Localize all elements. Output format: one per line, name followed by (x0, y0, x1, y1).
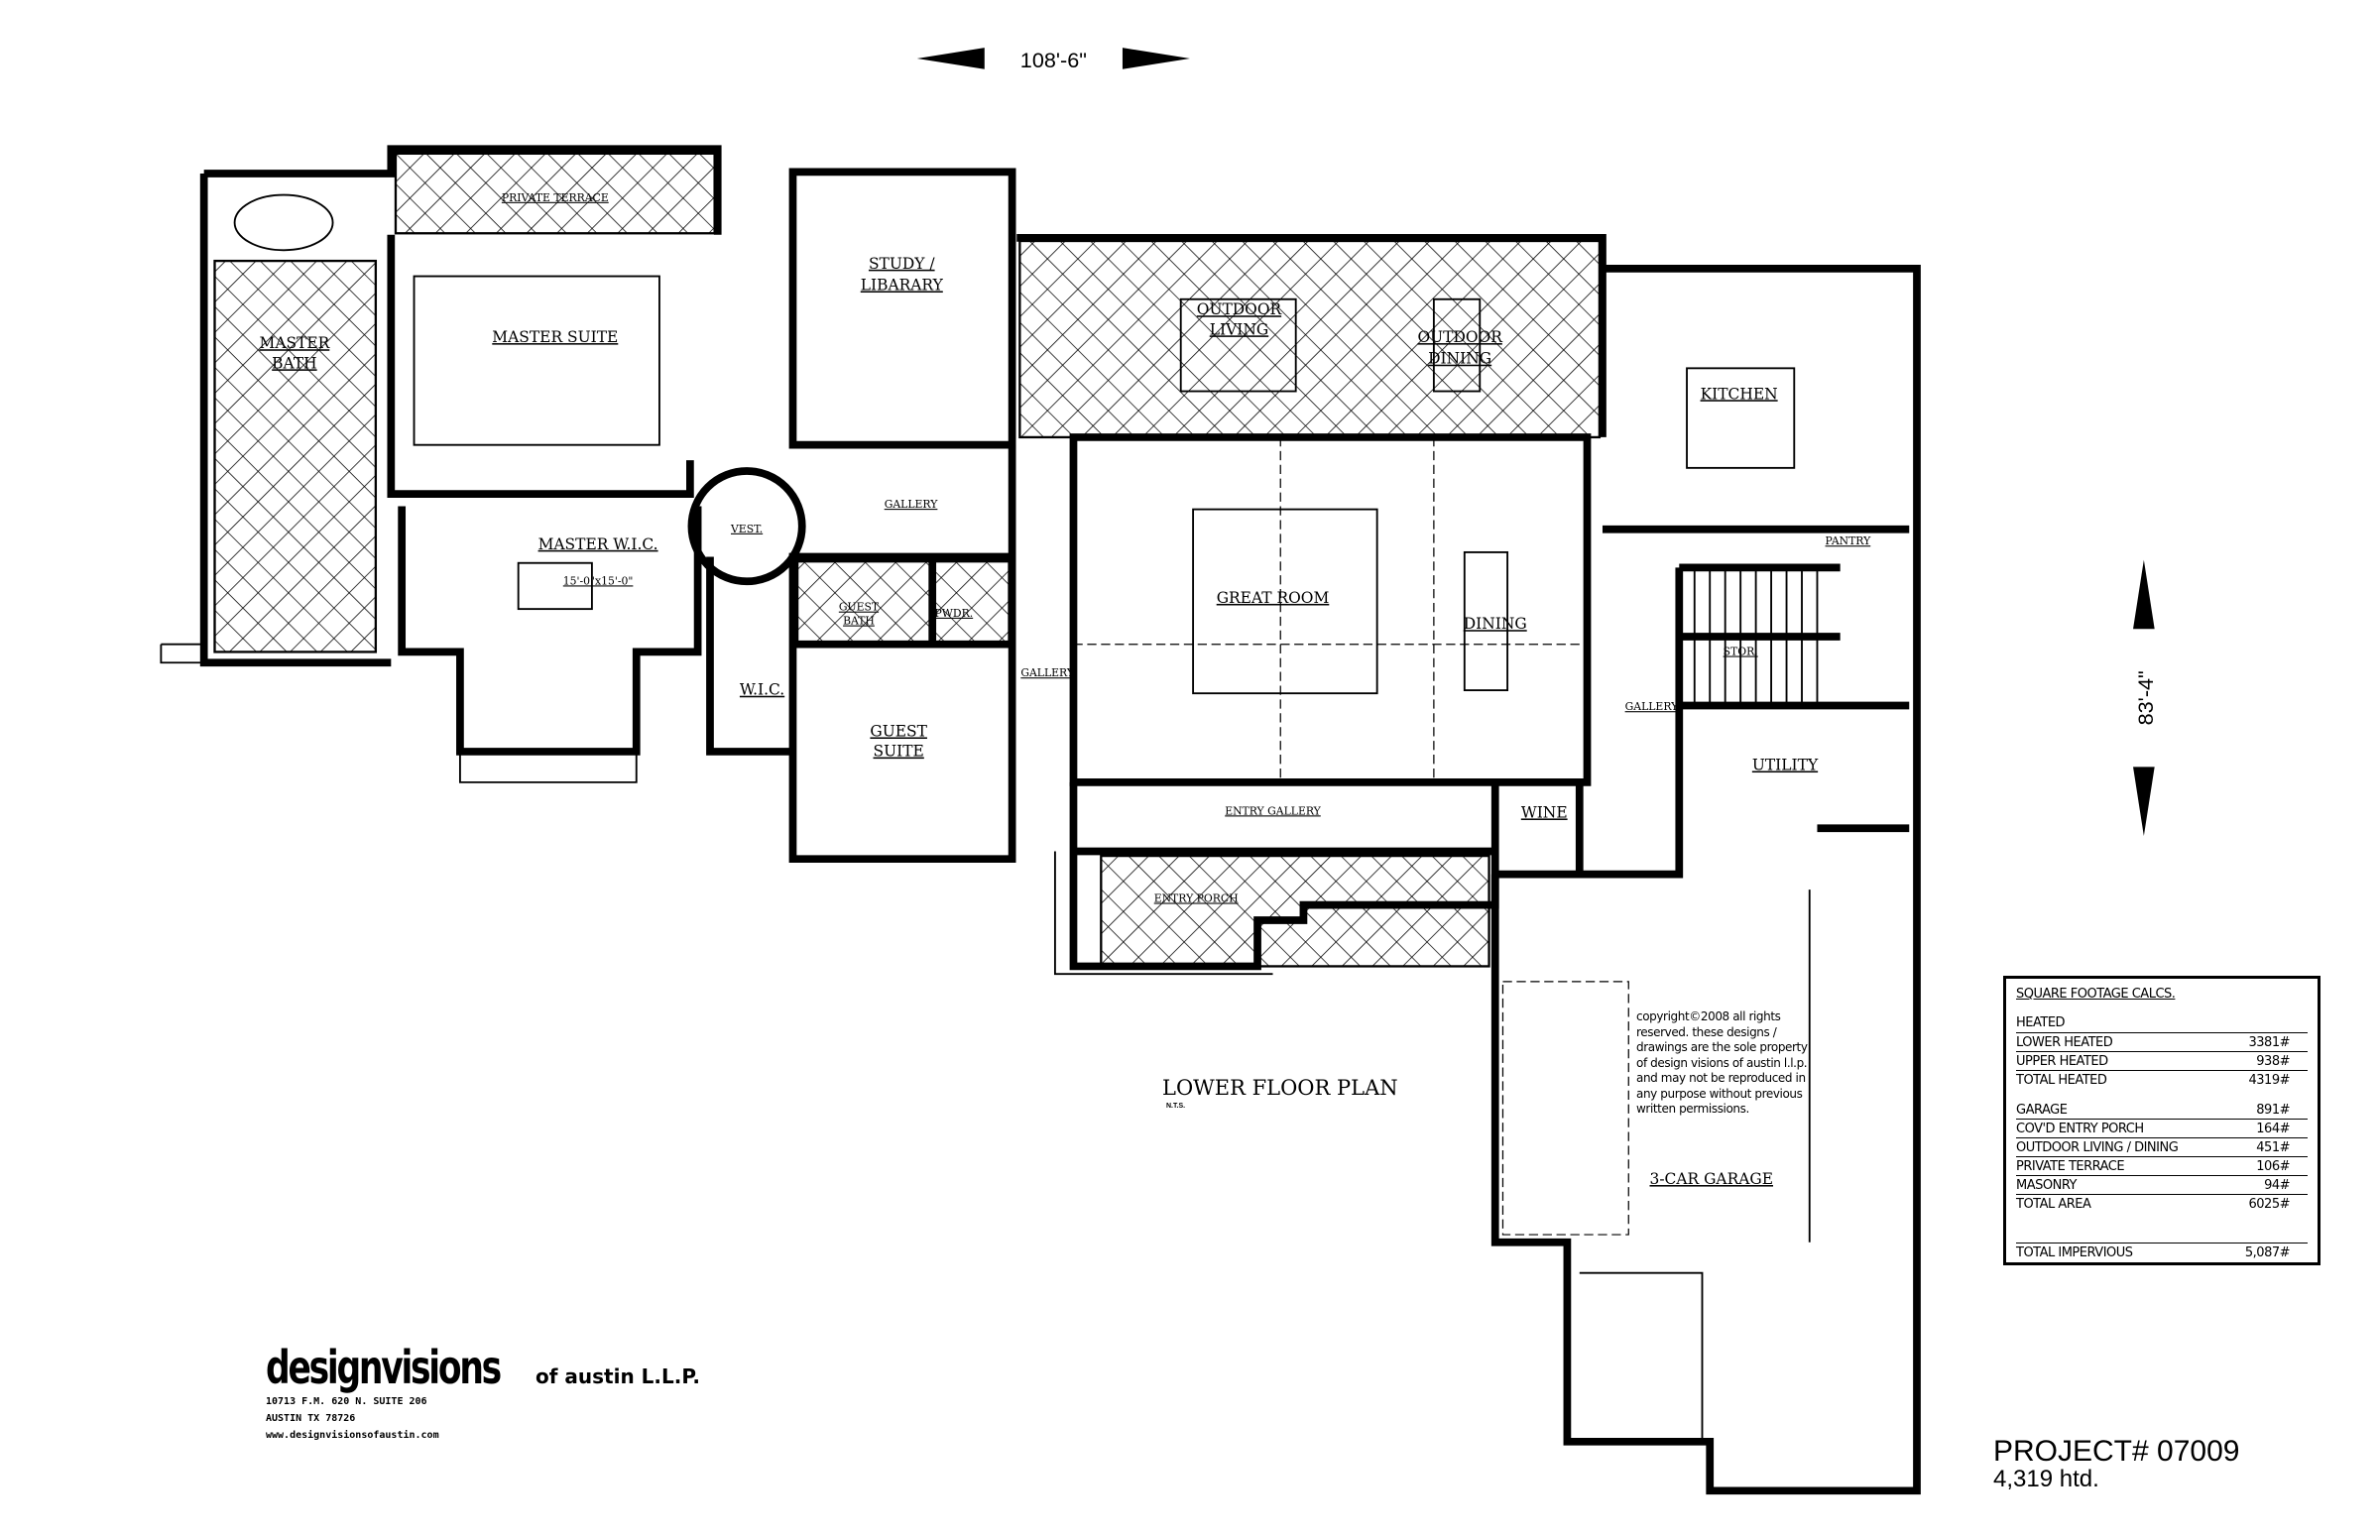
label-utility: UTILITY (1752, 757, 1819, 774)
label-dining: DINING (1464, 615, 1527, 633)
label-stor: STOR. (1724, 646, 1758, 658)
label-master-bath-1: MASTER (260, 334, 330, 352)
firm-website: www.designvisionsofaustin.com (266, 1430, 439, 1441)
master-bath-floor (213, 259, 378, 653)
label-outdoor-dining-2: DINING (1428, 350, 1491, 368)
label-private-terrace: PRIVATE TERRACE (502, 191, 609, 204)
label-great-room: GREAT ROOM (1217, 589, 1330, 607)
firm-address-2: AUSTIN TX 78726 (266, 1413, 356, 1424)
label-master-bath-2: BATH (272, 354, 316, 372)
label-study-1: STUDY / (869, 255, 935, 273)
label-outdoor-dining-1: OUTDOOR (1417, 328, 1502, 346)
label-master-wic: MASTER W.I.C. (538, 535, 658, 553)
label-outdoor-living-1: OUTDOOR (1197, 300, 1282, 318)
firm-name: designvisions (266, 1341, 502, 1394)
label-entry-porch: ENTRY PORCH (1154, 891, 1239, 904)
label-pantry: PANTRY (1826, 534, 1872, 547)
furniture (233, 193, 1796, 782)
guest-bath-floor (795, 560, 1011, 646)
label-guest-suite-1: GUEST (870, 722, 927, 740)
project-number: PROJECT# 07009 (1993, 1435, 2240, 1468)
label-pwdr: PWDR. (935, 607, 974, 620)
copyright-notice: copyright©2008 all rights reserved. thes… (1636, 1009, 1808, 1116)
firm-address-1: 10713 F.M. 620 N. SUITE 206 (266, 1396, 427, 1407)
heated-header: HEATED (2016, 1015, 2308, 1033)
stairs (1693, 567, 1819, 706)
walls (160, 145, 1921, 1495)
private-terrace-area (394, 152, 716, 235)
label-vest: VEST. (730, 523, 763, 535)
project-heated-area: 4,319 htd. (1993, 1466, 2099, 1492)
table-title: SQUARE FOOTAGE CALCS. (2016, 987, 2176, 1002)
svg-text:108'-6": 108'-6" (1020, 48, 1087, 72)
label-guest-suite-2: SUITE (874, 743, 924, 761)
outdoor-living-area (1018, 239, 1602, 439)
depth-dimension: 83'-4" (2133, 559, 2158, 836)
firm-logo: designvisions of austin L.L.P. 10713 F.M… (266, 1341, 700, 1445)
label-entry-gallery: ENTRY GALLERY (1225, 804, 1321, 817)
project-info: PROJECT# 07009 4,319 htd. (1993, 1435, 2240, 1493)
label-wic: W.I.C. (740, 681, 784, 699)
label-guest-bath-2: BATH (843, 615, 875, 628)
label-gallery-3: GALLERY (1625, 700, 1680, 713)
label-gallery-1: GALLERY (885, 498, 939, 511)
label-outdoor-living-2: LIVING (1210, 320, 1269, 338)
label-gallery-2: GALLERY (1020, 666, 1075, 679)
entry-porch-area (1100, 854, 1490, 968)
plan-title: LOWER FLOOR PLAN (1162, 1076, 1398, 1100)
label-study-2: LIBARARY (861, 276, 944, 294)
label-kitchen: KITCHEN (1701, 385, 1778, 403)
label-guest-bath-1: GUEST (839, 601, 880, 614)
label-master-suite: MASTER SUITE (492, 328, 618, 346)
square-footage-table: SQUARE FOOTAGE CALCS. HEATED LOWER HEATE… (2003, 976, 2320, 1265)
label-wine: WINE (1521, 803, 1568, 821)
label-master-wic-size: 15'-0"x15'-0" (563, 574, 634, 587)
svg-text:83'-4": 83'-4" (2133, 670, 2158, 725)
width-dimension: 108'-6" (916, 48, 1190, 72)
label-garage: 3-CAR GARAGE (1650, 1170, 1774, 1188)
plan-scale: N.T.S. (1166, 1103, 1186, 1110)
firm-suffix: of austin L.L.P. (536, 1364, 700, 1388)
